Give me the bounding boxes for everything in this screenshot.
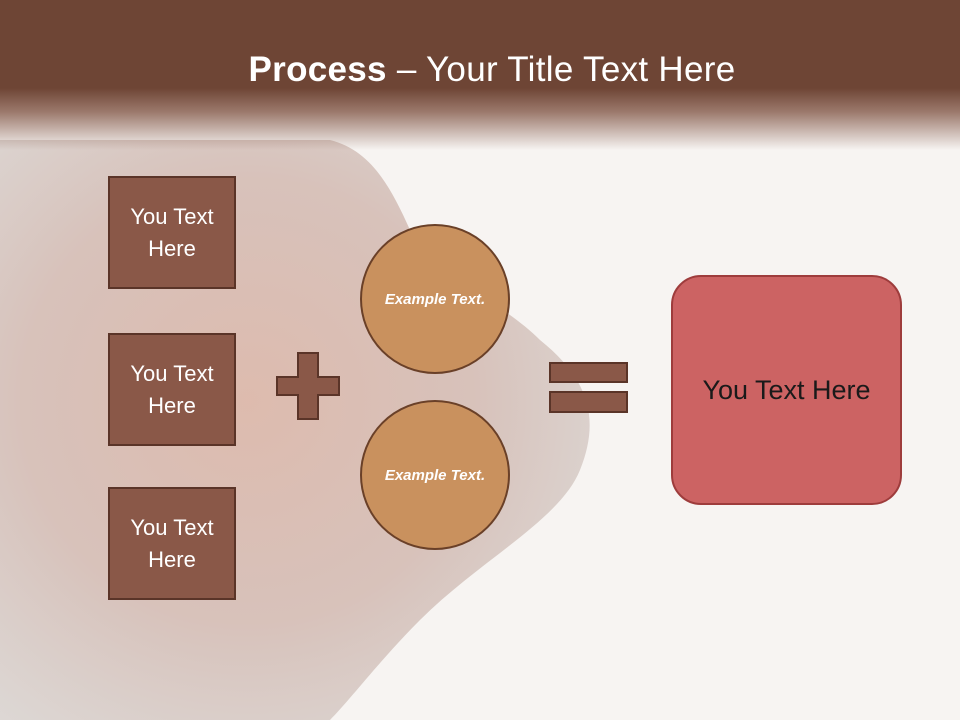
input-box-1: You Text Here [108,176,236,289]
input-box-label: You Text Here [130,514,214,572]
result-box: You Text Here [671,275,902,505]
input-box-label: You Text Here [130,203,214,261]
input-box-2: You Text Here [108,333,236,446]
title-bold: Process [248,50,387,89]
input-box-label: You Text Here [130,360,214,418]
circle-label: Example Text. [384,290,486,308]
example-circle-2: Example Text. [360,400,510,550]
title-rest: – Your Title Text Here [386,50,736,89]
result-label: You Text Here [702,374,871,405]
circle-label: Example Text. [384,466,486,484]
title-bar [0,0,960,150]
slide-title: Process – Your Title Text Here [0,50,960,90]
plus-icon [276,352,340,420]
equals-icon [549,362,628,413]
input-box-3: You Text Here [108,487,236,600]
example-circle-1: Example Text. [360,224,510,374]
